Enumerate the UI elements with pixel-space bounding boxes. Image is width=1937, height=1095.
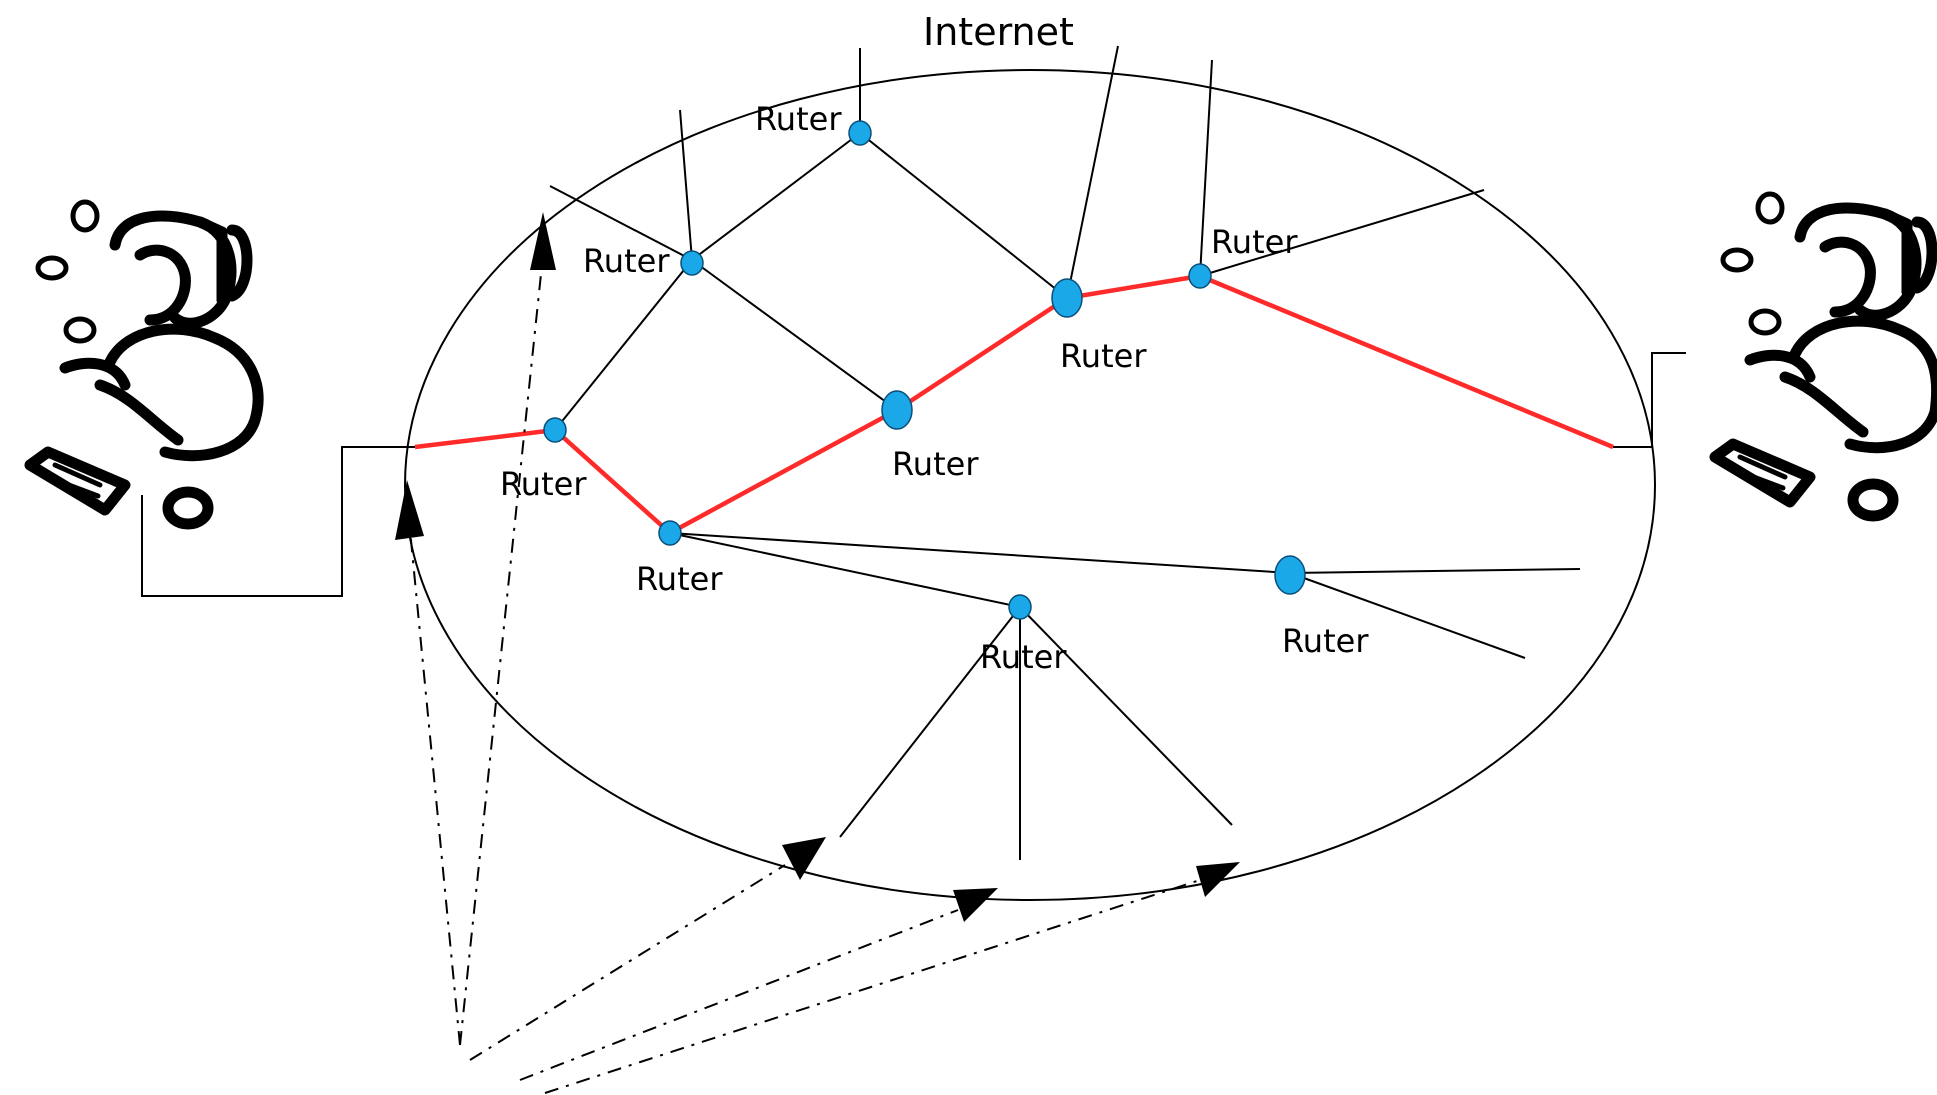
router-node — [1051, 278, 1083, 318]
internet-label: Internet — [923, 10, 1074, 54]
router-node — [1188, 263, 1212, 289]
dashdot-arrows — [395, 212, 1240, 1094]
route-path — [414, 273, 1614, 536]
router-node — [543, 417, 567, 443]
network-links — [549, 45, 1581, 860]
router-node — [881, 390, 913, 430]
person-at-computer-icon-right — [1709, 191, 1937, 522]
router-label: Ruter — [1211, 223, 1298, 261]
right-access-line — [1613, 352, 1686, 448]
router-label: Ruter — [755, 100, 842, 138]
router-label: Ruter — [1282, 622, 1369, 660]
router-label: Ruter — [500, 465, 587, 503]
internet-cloud — [404, 69, 1656, 901]
router-node — [658, 520, 682, 546]
router-node — [848, 120, 872, 146]
router-node — [1008, 594, 1032, 620]
router-label: Ruter — [1060, 337, 1147, 375]
router-label: Ruter — [636, 560, 723, 598]
router-nodes — [543, 120, 1306, 620]
router-label: Ruter — [583, 242, 670, 280]
router-node — [1274, 555, 1306, 595]
left-access-line — [141, 446, 415, 597]
router-label: Ruter — [980, 638, 1067, 676]
router-label: Ruter — [892, 445, 979, 483]
router-node — [680, 250, 704, 276]
router-labels: Ruter Ruter Ruter Ruter Ruter Ruter Rute… — [500, 100, 1369, 676]
person-at-computer-icon-left — [24, 199, 264, 530]
